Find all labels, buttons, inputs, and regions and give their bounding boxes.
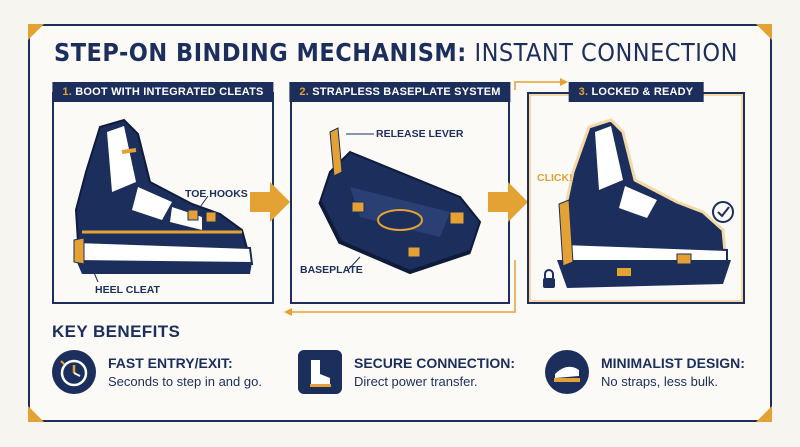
benefit-desc-1: Seconds to step in and go. [108,374,262,389]
benefit-title-1: FAST ENTRY/EXIT: [108,355,233,371]
binding-icon [545,350,589,394]
boot-icon [298,350,342,394]
benefit-desc-3: No straps, less bulk. [601,374,719,389]
benefits-heading: KEY BENEFITS [52,322,181,341]
callout-heel-cleat: HEEL CLEAT [95,284,160,296]
page-title: STEP-ON BINDING MECHANISM: INSTANT CONNE… [54,38,738,67]
benefit-title-3: MINIMALIST DESIGN: [601,355,745,371]
arrow-right-icon [488,182,528,222]
title-light: INSTANT CONNECTION [474,38,738,67]
step-number-3: 3. [578,86,589,98]
boot-illustration [73,118,254,283]
stopwatch-icon [52,350,96,394]
baseplate-illustration [318,127,482,275]
arrow-right-icon [250,182,290,222]
benefit-desc-2: Direct power transfer. [354,374,478,389]
step-tag-3: 3. LOCKED & READY [568,82,704,102]
callout-click: CLICK! [537,172,573,184]
step-label-3: LOCKED & READY [591,86,694,98]
callout-baseplate: BASEPLATE [300,264,363,276]
locked-boot-illustration [543,118,734,288]
step-label-2: STRAPLESS BASEPLATE SYSTEM [312,86,501,98]
step-tag-1: 1. BOOT WITH INTEGRATED CLEATS [52,82,274,102]
title-bold: STEP-ON BINDING MECHANISM: [54,38,467,67]
step-label-1: BOOT WITH INTEGRATED CLEATS [75,86,264,98]
benefit-title-2: SECURE CONNECTION: [354,355,516,371]
step-number-2: 2. [299,86,309,98]
step-tag-2: 2. STRAPLESS BASEPLATE SYSTEM [289,82,511,102]
callout-toe-hooks: TOE HOOKS [185,188,248,200]
callout-release-lever: RELEASE LEVER [376,128,464,140]
step-number-1: 1. [62,86,72,98]
